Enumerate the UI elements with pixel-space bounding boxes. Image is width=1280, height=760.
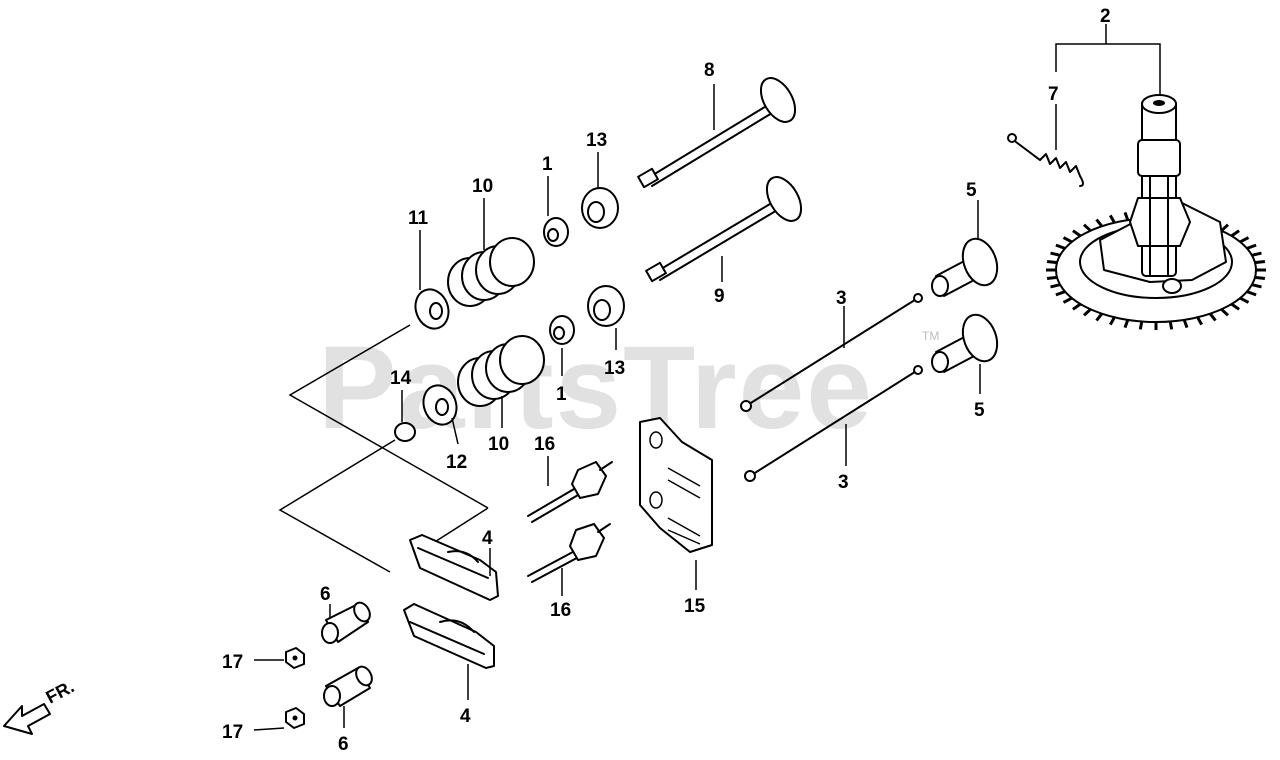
gear-tooth <box>1095 218 1104 228</box>
part-valve-rotator-upper[interactable] <box>581 187 619 229</box>
part-valve-spring-upper[interactable] <box>447 237 535 307</box>
gear-tooth <box>1208 312 1217 322</box>
callout-13-lower: 13 <box>604 358 625 379</box>
front-arrow-icon <box>3 703 51 735</box>
gear-tooth <box>1123 211 1130 221</box>
front-direction-label: FR. <box>42 676 77 707</box>
part-spring-retainer-lower[interactable] <box>418 381 462 430</box>
callout-5-upper: 5 <box>966 180 977 201</box>
callout-3-upper: 3 <box>836 288 847 309</box>
gear-tooth <box>1246 243 1257 250</box>
part-valve-rotator-lower[interactable] <box>587 285 625 327</box>
gear-tooth <box>1050 283 1061 289</box>
part-tappet-lower[interactable] <box>931 310 1003 373</box>
callout-16-lower: 16 <box>550 600 571 621</box>
callout-4-upper: 4 <box>482 528 493 549</box>
callout-9: 9 <box>714 286 725 307</box>
part-nut-lower[interactable] <box>285 707 305 729</box>
gear-tooth <box>1230 229 1240 238</box>
callout-12: 12 <box>446 452 467 473</box>
gear-tooth <box>1046 275 1058 280</box>
part-rocker-pivot-upper[interactable] <box>321 600 373 644</box>
part-push-rod-guide-plate[interactable] <box>639 417 713 553</box>
callout-8: 8 <box>704 60 715 81</box>
gear-tooth <box>1062 296 1073 304</box>
gear-tooth <box>1055 243 1066 250</box>
callout-1-upper: 1 <box>542 154 553 175</box>
gear-tooth <box>1168 321 1174 330</box>
gear-tooth <box>1239 296 1250 304</box>
part-pivot-bolt-upper[interactable] <box>527 461 613 523</box>
callout-7: 7 <box>1048 84 1059 105</box>
part-valve-lower[interactable] <box>645 171 808 283</box>
callout-13-upper: 13 <box>586 130 607 151</box>
gear-tooth <box>1050 251 1061 257</box>
part-valve-upper[interactable] <box>637 72 802 189</box>
part-camshaft-assembly[interactable] <box>1046 94 1266 330</box>
part-spring-retainer[interactable] <box>410 285 454 334</box>
part-decompressor-spring[interactable] <box>1007 133 1084 187</box>
part-stem-seal-upper[interactable] <box>543 217 569 247</box>
callout-14: 14 <box>390 368 412 389</box>
gear-tooth <box>1230 302 1240 311</box>
gear-tooth <box>1254 275 1266 280</box>
gear-tooth <box>1220 308 1230 317</box>
gear-tooth <box>1072 229 1082 238</box>
gear-tooth <box>1182 319 1189 329</box>
callout-16-upper: 16 <box>534 434 555 455</box>
part-push-rod-lower[interactable] <box>744 365 923 482</box>
gear-tooth <box>1239 236 1250 244</box>
assembly-bracket-lines <box>278 324 489 573</box>
gear-tooth <box>1254 260 1266 265</box>
gear-tooth <box>1108 214 1116 224</box>
part-valve-cap[interactable] <box>394 422 416 442</box>
callout-10-upper: 10 <box>472 176 493 197</box>
part-valve-spring-lower[interactable] <box>457 335 545 407</box>
callout-4-lower: 4 <box>460 706 471 727</box>
part-rocker-arm-upper[interactable] <box>409 534 499 601</box>
callout-1-lower: 1 <box>556 384 567 405</box>
callout-3-lower: 3 <box>838 472 849 493</box>
gear-tooth <box>1046 260 1058 265</box>
callout-labels: 8 2 7 13 1 10 5 11 9 3 13 14 1 5 10 16 1… <box>222 6 1111 755</box>
front-direction-indicator: FR. <box>3 676 77 735</box>
callout-10-lower: 10 <box>488 434 509 455</box>
gear-tooth <box>1220 223 1230 232</box>
gear-tooth <box>1196 316 1204 326</box>
callout-15: 15 <box>684 596 706 617</box>
gear-tooth <box>1082 308 1092 317</box>
part-push-rod-upper[interactable] <box>740 293 923 412</box>
gear-tooth <box>1138 321 1144 330</box>
part-nut-upper[interactable] <box>285 647 305 669</box>
gear-tooth <box>1123 319 1130 329</box>
gear-tooth <box>1108 316 1116 326</box>
callout-6-upper: 6 <box>320 584 331 605</box>
callout-2: 2 <box>1100 6 1111 27</box>
gear-tooth <box>1095 312 1104 322</box>
part-pivot-bolt-lower[interactable] <box>527 523 611 583</box>
gear-tooth <box>1055 290 1066 297</box>
callout-17-upper: 17 <box>222 652 243 673</box>
leader-lines <box>253 24 1161 731</box>
gear-tooth <box>1251 283 1262 289</box>
callout-17-lower: 17 <box>222 722 243 743</box>
gear-tooth <box>1246 290 1257 297</box>
part-rocker-pivot-lower[interactable] <box>323 664 375 707</box>
part-stem-seal-lower[interactable] <box>549 315 575 345</box>
watermark-trademark: TM <box>922 329 939 343</box>
gear-tooth <box>1072 302 1082 311</box>
callout-11: 11 <box>408 208 429 229</box>
callout-6-lower: 6 <box>338 734 349 755</box>
gear-tooth <box>1251 251 1262 257</box>
gear-tooth <box>1082 223 1092 232</box>
part-rocker-arm-lower[interactable] <box>403 603 495 669</box>
gear-tooth <box>1062 236 1073 244</box>
part-tappet-upper[interactable] <box>931 234 1003 297</box>
callout-5-lower: 5 <box>974 400 985 421</box>
